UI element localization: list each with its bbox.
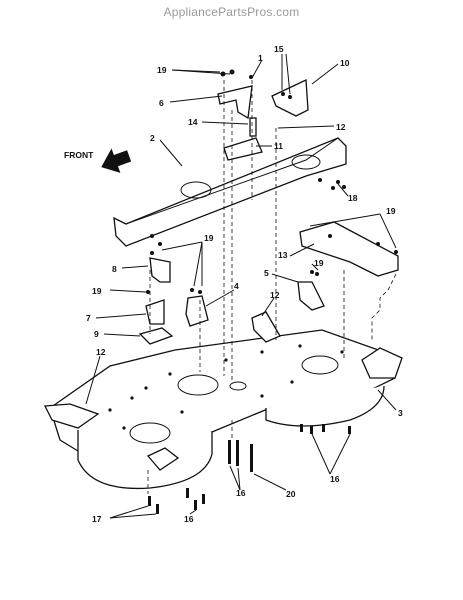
callout-4: 4 <box>234 281 239 291</box>
front-indicator: FRONT <box>64 148 132 173</box>
callout-1: 1 <box>258 53 263 63</box>
callout-14: 14 <box>188 117 198 127</box>
callout-16: 16 <box>330 474 340 484</box>
support-bar[interactable] <box>113 137 347 247</box>
callout-8: 8 <box>112 264 117 274</box>
callout-12: 12 <box>336 122 346 132</box>
bracket-5[interactable] <box>297 281 325 311</box>
callout-19: 19 <box>204 233 214 243</box>
bracket-8[interactable] <box>149 257 171 283</box>
watermark: AppliancePartsPros.com <box>163 5 300 19</box>
callout-16: 16 <box>184 514 194 524</box>
callout-7: 7 <box>86 313 91 323</box>
callout-11: 11 <box>274 141 283 151</box>
callout-5: 5 <box>264 268 269 278</box>
bracket-6[interactable] <box>217 85 253 120</box>
callout-19: 19 <box>314 258 324 268</box>
shaft-14[interactable] <box>249 117 257 137</box>
callout-12: 12 <box>270 290 280 300</box>
callout-18: 18 <box>348 193 358 203</box>
callout-9: 9 <box>94 329 99 339</box>
leader-lines <box>85 53 397 519</box>
assembly-lines <box>147 80 397 494</box>
callout-3: 3 <box>398 408 403 418</box>
hardware <box>146 69 398 514</box>
callout-12: 12 <box>96 347 106 357</box>
bracket-4[interactable] <box>185 295 209 327</box>
front-label: FRONT <box>64 150 94 160</box>
callout-16: 16 <box>236 488 246 498</box>
bracket-7[interactable] <box>145 299 165 325</box>
callout-13: 13 <box>278 250 288 260</box>
callout-19: 19 <box>386 206 396 216</box>
callouts: 19 1 15 10 6 14 12 11 2 18 19 19 13 8 5 … <box>86 44 403 524</box>
callout-17: 17 <box>92 514 102 524</box>
front-arrow-icon <box>101 148 132 173</box>
plate-9[interactable] <box>138 327 174 345</box>
callout-19: 19 <box>157 65 167 75</box>
bracket-11[interactable] <box>223 137 263 161</box>
bracket-13[interactable] <box>299 221 399 277</box>
callout-15: 15 <box>274 44 284 54</box>
callout-6: 6 <box>159 98 164 108</box>
callout-2: 2 <box>150 133 155 143</box>
callout-20: 20 <box>286 489 296 499</box>
callout-10: 10 <box>340 58 350 68</box>
mower-deck[interactable] <box>43 329 403 490</box>
callout-19: 19 <box>92 286 102 296</box>
